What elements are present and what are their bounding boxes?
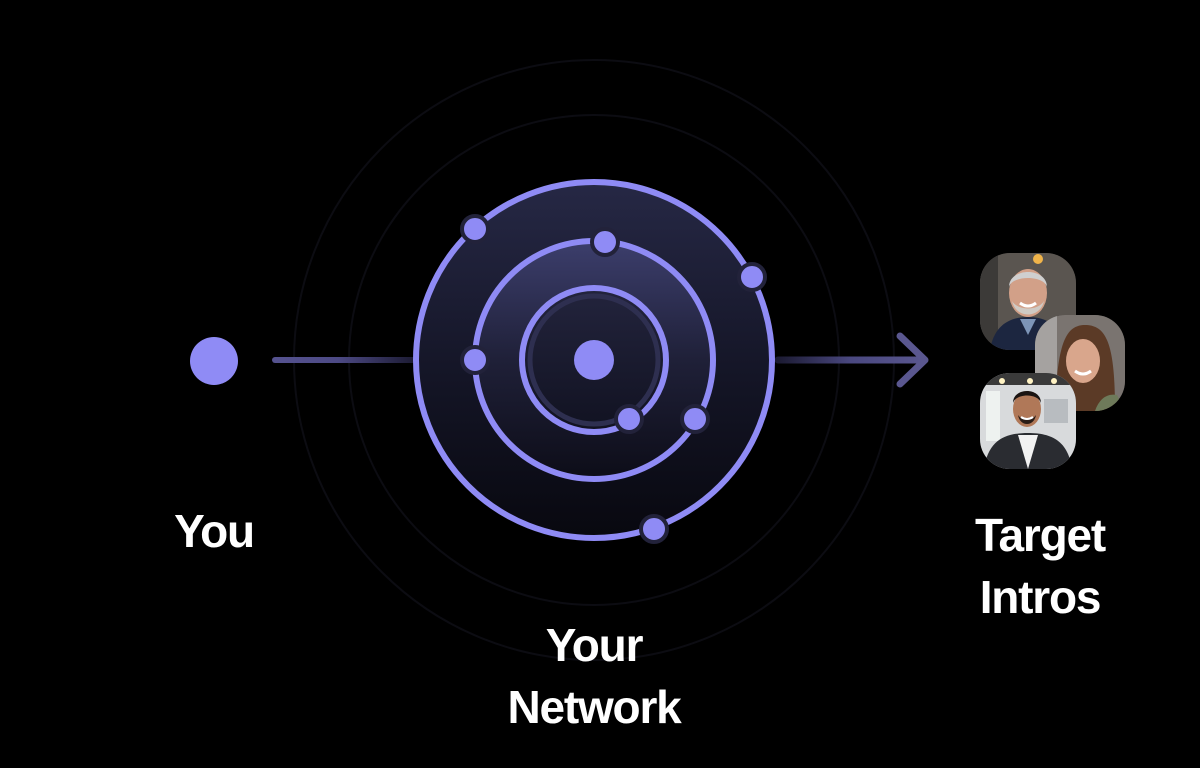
- orbit-nodes: [460, 214, 767, 544]
- label-you: You: [174, 505, 255, 557]
- label-target-intros: Target Intros: [975, 509, 1106, 623]
- arrow-right-icon: [774, 332, 929, 388]
- center-node: [574, 340, 614, 380]
- you-node: [190, 337, 238, 385]
- label-your-network: Your Network: [507, 619, 681, 733]
- target-avatar-young-man: [980, 373, 1076, 469]
- person-photo-icon: [980, 373, 1076, 469]
- network-orbit-icon: [413, 179, 775, 544]
